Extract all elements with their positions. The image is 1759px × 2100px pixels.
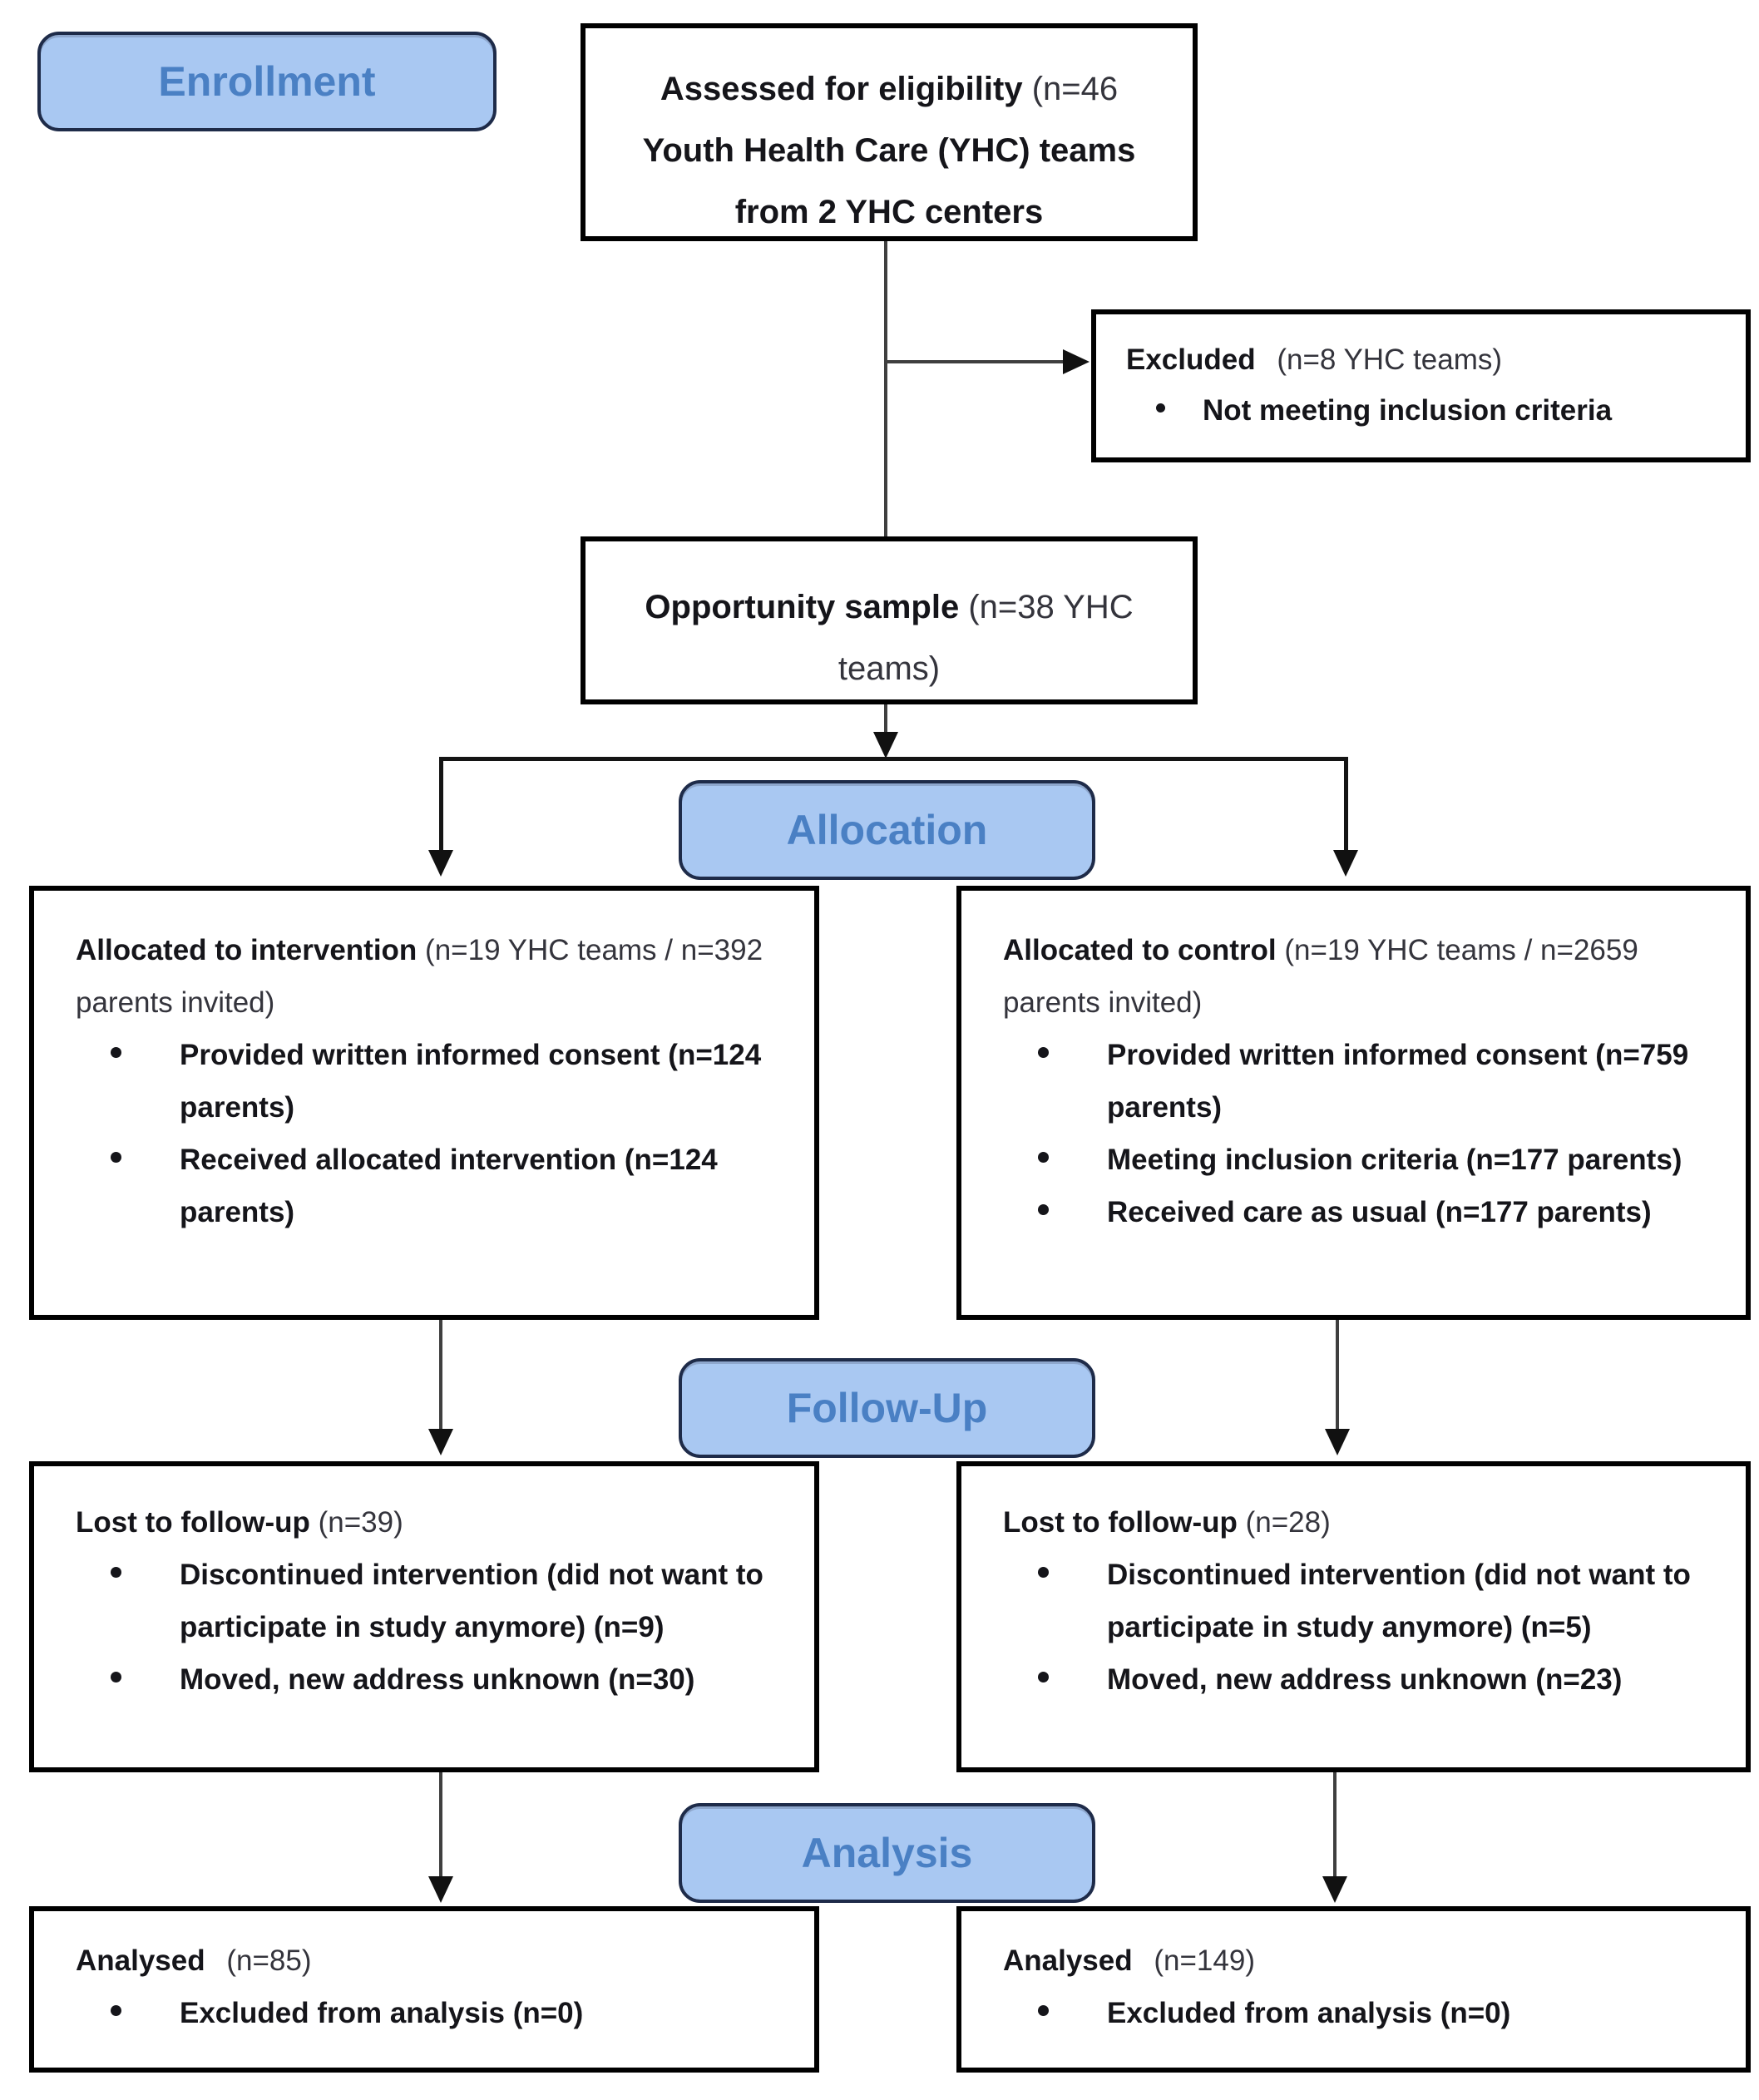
stage-badge-analysis-label: Analysis [801,1830,973,1876]
connector-alloc-to-fu-right [1336,1318,1339,1430]
bullet-item: Discontinued intervention (did not want … [76,1549,773,1653]
box-excluded-title-main: Excluded [1126,343,1264,376]
connector-excluded-branch [886,360,1065,363]
arrowhead-fu-left [428,1429,453,1455]
stage-badge-allocation-label: Allocation [786,807,988,853]
arrowhead-analysis-right [1322,1876,1347,1903]
box-allocated-intervention: Allocated to intervention (n=19 YHC team… [29,886,819,1320]
bullet-item: Not meeting inclusion criteria [1126,385,1716,436]
box-assessed-line2: Youth Health Care (YHC) teams [642,132,1136,169]
box-followup-control: Lost to follow-up (n=28) Discontinued in… [956,1461,1751,1772]
bullet-item: Discontinued intervention (did not want … [1003,1549,1704,1653]
stage-badge-enrollment-label: Enrollment [158,58,376,105]
box-analysed-control-bullet-0: Excluded from analysis (n=0) [1107,1997,1511,2029]
stage-badge-analysis: Analysis [679,1803,1095,1903]
connector-fu-to-analysis-right [1333,1771,1337,1878]
box-allocated-intervention-title-main: Allocated to intervention [76,934,426,966]
box-followup-control-bullet-1: Moved, new address unknown (n=23) [1107,1663,1623,1696]
box-followup-intervention-title: Lost to follow-up (n=39) [76,1496,773,1549]
box-allocated-intervention-title: Allocated to intervention (n=19 YHC team… [76,924,773,1029]
box-excluded: Excluded (n=8 YHC teams) Not meeting inc… [1091,309,1751,462]
arrowhead-split [873,732,898,758]
box-followup-control-title: Lost to follow-up (n=28) [1003,1496,1704,1549]
box-excluded-bullet-0: Not meeting inclusion criteria [1203,394,1613,427]
arrowhead-alloc-right [1333,850,1358,877]
box-analysed-control: Analysed (n=149) Excluded from analysis … [956,1906,1751,2073]
box-followup-intervention-bullet-1: Moved, new address unknown (n=30) [180,1663,695,1696]
connector-opportunity-to-split [884,703,887,734]
bullet-item: Meeting inclusion criteria (n=177 parent… [1003,1134,1704,1186]
connector-fu-to-analysis-left [439,1771,442,1878]
box-followup-control-title-count: (n=28) [1245,1506,1331,1539]
connector-split-right [1344,757,1348,850]
box-assessed-line3: from 2 YHC centers [734,194,1044,230]
box-followup-intervention-title-count: (n=39) [318,1506,403,1539]
arrowhead-alloc-left [428,850,453,877]
box-allocated-control-title-count: (n=19 YHC teams / n=2659 parents invited… [1003,934,1638,1019]
box-analysed-intervention-title-count: (n=85) [226,1944,312,1977]
box-allocated-control-bullet-0: Provided written informed consent (n=759… [1107,1039,1689,1124]
arrowhead-fu-right [1325,1429,1350,1455]
stage-badge-allocation: Allocation [679,780,1095,880]
bullet-item: Provided written informed consent (n=124… [76,1029,773,1134]
stage-badge-followup-label: Follow-Up [786,1385,988,1431]
box-allocated-intervention-bullet-1: Received allocated intervention (n=124 p… [180,1144,718,1228]
box-followup-intervention-bullet-0: Discontinued intervention (did not want … [180,1559,763,1643]
box-excluded-title: Excluded (n=8 YHC teams) [1126,334,1716,385]
bullet-item: Received care as usual (n=177 parents) [1003,1186,1704,1238]
box-allocated-control: Allocated to control (n=19 YHC teams / n… [956,886,1751,1320]
connector-split-left [439,757,443,850]
bullet-item: Received allocated intervention (n=124 p… [76,1134,773,1238]
stage-badge-enrollment: Enrollment [37,32,497,131]
bullet-item: Moved, new address unknown (n=23) [1003,1653,1704,1706]
connector-alloc-to-fu-left [439,1318,442,1430]
box-excluded-title-count: (n=8 YHC teams) [1277,343,1503,376]
box-allocated-control-title: Allocated to control (n=19 YHC teams / n… [1003,924,1704,1029]
box-assessed-line1-count: (n=46 [1031,71,1119,107]
box-followup-control-title-main: Lost to follow-up [1003,1506,1246,1539]
box-analysed-intervention-title-main: Analysed [76,1944,214,1977]
box-allocated-control-bullet-2: Received care as usual (n=177 parents) [1107,1196,1652,1228]
box-opportunity-title-count: (n=38 YHC teams) [838,589,1134,687]
box-allocated-control-bullet-1: Meeting inclusion criteria (n=177 parent… [1107,1144,1682,1176]
split-horizontal-line [439,757,1347,761]
box-opportunity: Opportunity sample (n=38 YHC teams) [581,536,1198,704]
arrowhead-excluded [1063,349,1089,374]
box-followup-intervention: Lost to follow-up (n=39) Discontinued in… [29,1461,819,1772]
stage-badge-followup: Follow-Up [679,1358,1095,1458]
box-followup-control-bullet-0: Discontinued intervention (did not want … [1107,1559,1691,1643]
box-analysed-control-title: Analysed (n=149) [1003,1934,1704,1987]
box-analysed-intervention: Analysed (n=85) Excluded from analysis (… [29,1906,819,2073]
box-analysed-control-title-main: Analysed [1003,1944,1141,1977]
box-analysed-intervention-bullet-0: Excluded from analysis (n=0) [180,1997,584,2029]
box-opportunity-title-main: Opportunity sample [645,589,969,625]
box-allocated-intervention-title-count: (n=19 YHC teams / n=392 parents invited) [76,934,763,1019]
box-allocated-control-title-main: Allocated to control [1003,934,1285,966]
box-analysed-control-title-count: (n=149) [1154,1944,1255,1977]
bullet-item: Moved, new address unknown (n=30) [76,1653,773,1706]
box-followup-intervention-title-main: Lost to follow-up [76,1506,319,1539]
arrowhead-analysis-left [428,1876,453,1903]
bullet-item: Excluded from analysis (n=0) [76,1987,773,2039]
box-assessed: Assessed for eligibility (n=46 Youth Hea… [581,23,1198,241]
box-assessed-line1: Assessed for eligibility (n=46 [619,58,1159,120]
box-analysed-intervention-title: Analysed (n=85) [76,1934,773,1987]
box-assessed-line1-main: Assessed for eligibility [660,71,1032,107]
box-allocated-intervention-bullet-0: Provided written informed consent (n=124… [180,1039,762,1124]
bullet-item: Provided written informed consent (n=759… [1003,1029,1704,1134]
connector-assessed-to-opportunity [884,241,887,536]
bullet-item: Excluded from analysis (n=0) [1003,1987,1704,2039]
